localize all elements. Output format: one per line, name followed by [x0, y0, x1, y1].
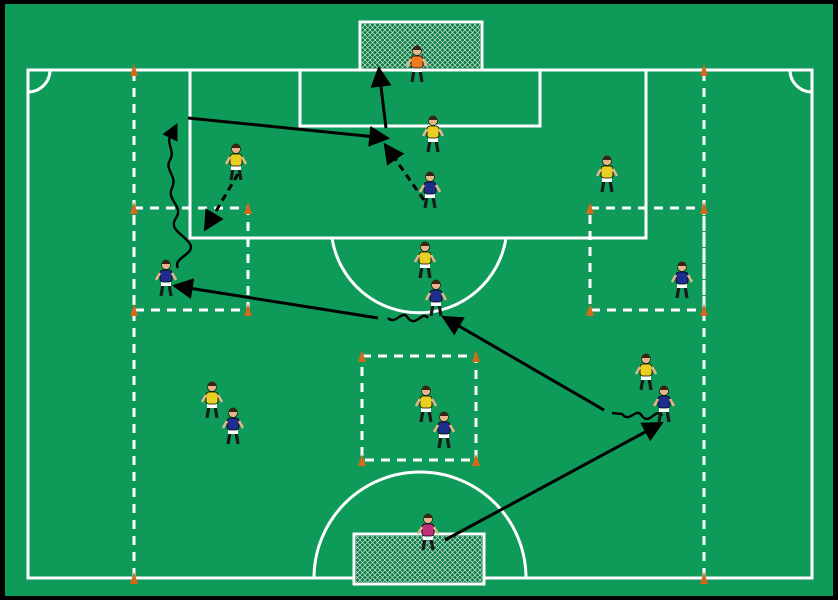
- cone: [586, 304, 594, 316]
- cone: [358, 350, 366, 362]
- cone: [244, 304, 252, 316]
- right-grid: [588, 206, 706, 312]
- dribble-path: [162, 122, 193, 269]
- penalty-arc: [330, 237, 508, 315]
- player-yellow: [421, 115, 445, 153]
- cone: [700, 572, 708, 584]
- player-blue: [424, 279, 448, 317]
- player-blue: [432, 411, 456, 449]
- shot-arrow: [370, 65, 392, 129]
- pitch-surface: [5, 4, 833, 596]
- cone: [130, 304, 138, 316]
- player-blue: [418, 171, 442, 209]
- cone: [700, 202, 708, 214]
- player-blue: [221, 407, 245, 445]
- left-grid: [132, 206, 250, 312]
- player-blue: [670, 261, 694, 299]
- grid-lines: [132, 72, 706, 578]
- bottom-goal: [352, 532, 486, 586]
- player-goalkeeper: [405, 45, 429, 83]
- player-blue: [652, 385, 676, 423]
- corner-arc-right: [788, 69, 813, 94]
- movement-lines: [162, 65, 664, 542]
- run-arrow: [203, 173, 240, 232]
- cones: [130, 64, 708, 584]
- corner-arc-left: [27, 69, 52, 94]
- cone: [472, 454, 480, 466]
- cone: [130, 202, 138, 214]
- player-yellow: [414, 385, 438, 423]
- pass-arrow: [187, 116, 391, 147]
- player-yellow: [200, 381, 224, 419]
- cone: [244, 202, 252, 214]
- player-yellow: [413, 241, 437, 279]
- player-yellow: [634, 353, 658, 391]
- player-goalkeeper: [416, 513, 440, 551]
- pass-arrow: [171, 278, 379, 320]
- cone: [130, 572, 138, 584]
- players: [154, 45, 694, 551]
- player-yellow: [224, 143, 248, 181]
- cone: [130, 64, 138, 76]
- pass-arrow: [444, 422, 664, 542]
- player-yellow: [595, 155, 619, 193]
- cone: [700, 64, 708, 76]
- cone: [358, 454, 366, 466]
- cone: [700, 304, 708, 316]
- player-blue: [154, 259, 178, 297]
- center-circle: [312, 470, 528, 579]
- pass-arrow: [441, 315, 605, 412]
- dribble-path: [611, 411, 664, 421]
- center-grid: [360, 354, 478, 462]
- cone: [472, 350, 480, 362]
- dribble-path: [387, 313, 429, 323]
- cone: [586, 202, 594, 214]
